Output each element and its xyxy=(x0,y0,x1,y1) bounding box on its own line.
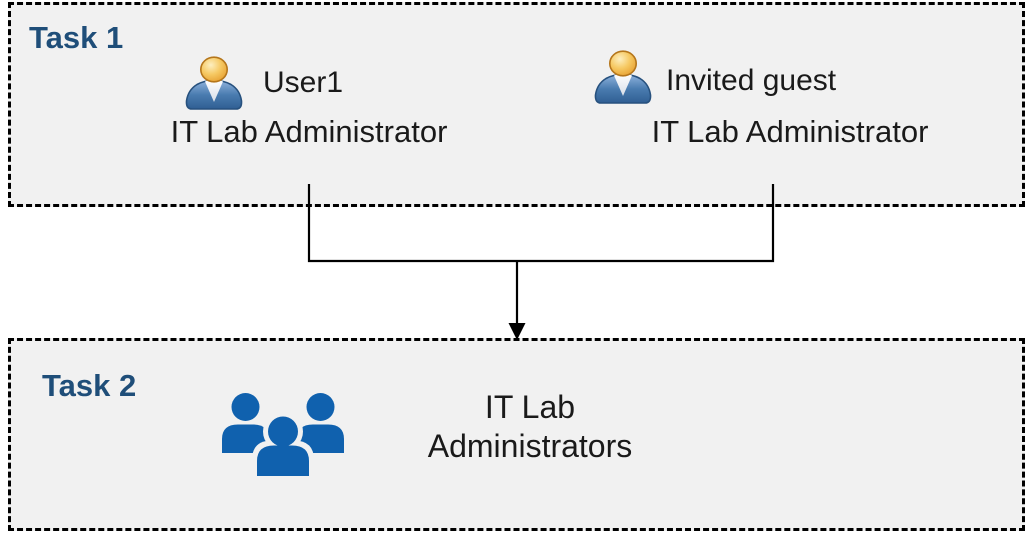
person-icon xyxy=(594,50,652,104)
group-name: IT Lab Administrators xyxy=(427,389,633,464)
task1-label: Task 1 xyxy=(29,20,124,55)
member-name-user1: User1 xyxy=(263,66,344,99)
person-icon xyxy=(185,56,243,110)
member-role-invited-guest: IT Lab Administrator xyxy=(651,114,929,149)
task1-box: Task 1 User1 IT Lab Administrator Invite… xyxy=(8,2,1025,207)
task2-box: Task 2 IT Lab Administrators xyxy=(8,338,1025,531)
member-name-invited-guest: Invited guest xyxy=(666,64,837,97)
task2-label: Task 2 xyxy=(42,368,137,403)
people-group-icon xyxy=(222,393,344,478)
member-role-user1: IT Lab Administrator xyxy=(170,114,448,149)
